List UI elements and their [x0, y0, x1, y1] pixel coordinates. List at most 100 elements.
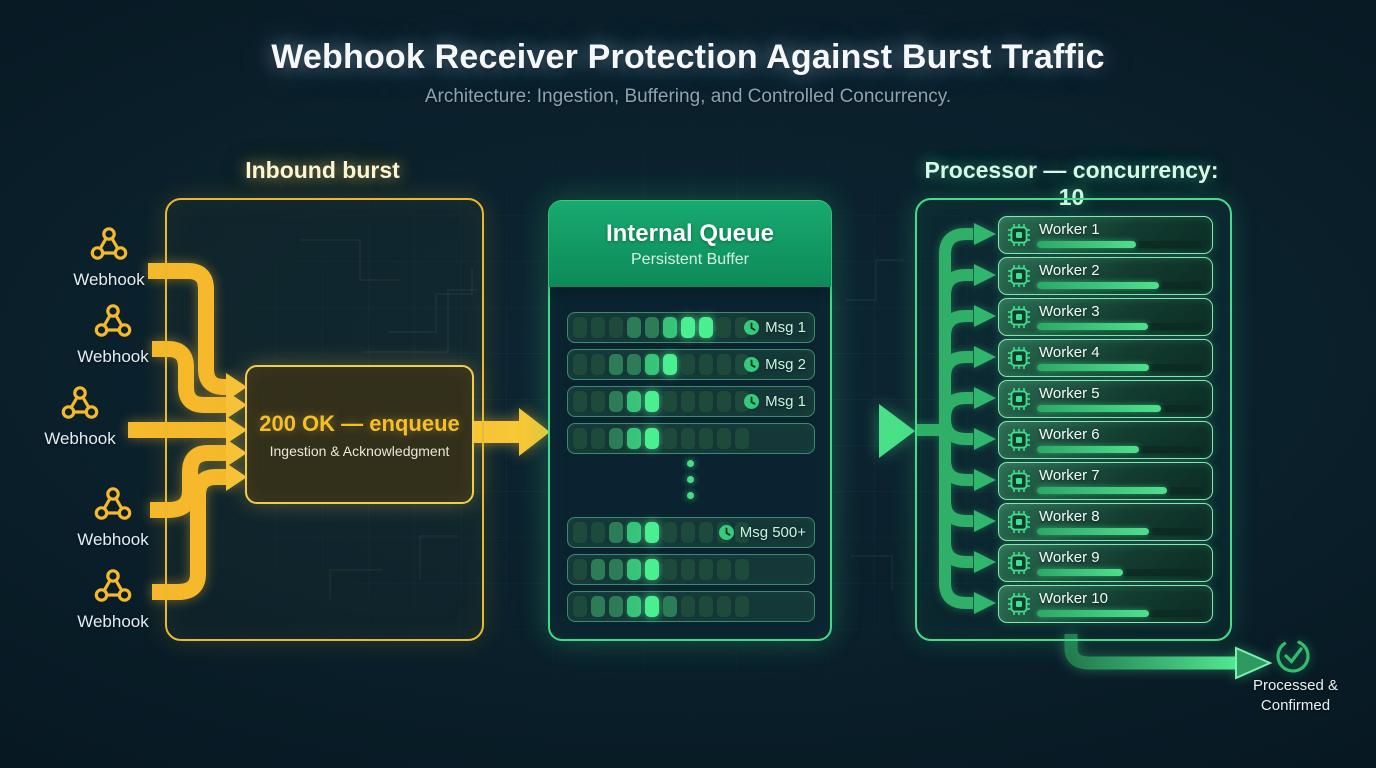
- worker-progress-track: [1037, 528, 1202, 535]
- queue-segment: [681, 391, 695, 412]
- queue-segment: [735, 596, 749, 617]
- worker-label: Worker 7: [1039, 467, 1100, 484]
- queue-segment: [681, 559, 695, 580]
- chip-icon: [1008, 224, 1030, 246]
- worker-card: Worker 3: [998, 298, 1213, 336]
- queue-segment: [735, 559, 749, 580]
- processor-panel: [915, 198, 1232, 641]
- worker-progress-track: [1037, 323, 1202, 330]
- chip-icon: [1008, 347, 1030, 369]
- queue-segment: [699, 391, 713, 412]
- queue-segment: [645, 391, 659, 412]
- queue-row-label-group: Msg 1: [743, 313, 806, 342]
- queue-row-segments: [573, 518, 749, 547]
- queue-segment: [645, 317, 659, 338]
- ack-title: 200 OK — enqueue: [259, 410, 460, 436]
- chip-icon: [1008, 429, 1030, 451]
- chip-icon: [1008, 470, 1030, 492]
- clock-icon: [744, 394, 760, 409]
- webhook-source: Webhook: [53, 567, 173, 632]
- queue-segment: [681, 596, 695, 617]
- queue-segment: [699, 354, 713, 375]
- webhook-icon: [61, 386, 99, 419]
- queue-row: Msg 2: [567, 349, 815, 380]
- output-label: Processed & Confirmed: [1252, 677, 1339, 715]
- webhook-label: Webhook: [77, 530, 149, 549]
- queue-row-label-group: Msg 500+: [718, 518, 806, 547]
- worker-card: Worker 2: [998, 257, 1213, 295]
- queue-segment: [627, 354, 641, 375]
- worker-progress: [1037, 405, 1161, 412]
- worker-label: Worker 5: [1039, 385, 1100, 402]
- queue-body: Msg 1 Msg 2 Msg 1 Msg 500+: [567, 312, 815, 622]
- webhook-source: Webhook: [53, 302, 173, 367]
- queue-segment: [627, 317, 641, 338]
- worker-card: Worker 10: [998, 585, 1213, 623]
- chip-icon: [1008, 511, 1030, 533]
- queue-segment: [717, 428, 731, 449]
- queue-segment: [663, 391, 677, 412]
- queue-row-label-group: Msg 1: [743, 387, 806, 416]
- webhook-icon: [94, 304, 132, 337]
- webhook-source: Webhook: [49, 225, 169, 290]
- queue-segment: [663, 596, 677, 617]
- worker-label: Worker 9: [1039, 549, 1100, 566]
- queue-segment: [699, 522, 713, 543]
- queue-segment: [591, 428, 605, 449]
- queue-segment: [591, 354, 605, 375]
- queue-segment: [645, 428, 659, 449]
- queue-row-label: Msg 500+: [739, 524, 806, 541]
- queue-row-label-group: Msg 2: [743, 350, 806, 379]
- worker-label: Worker 3: [1039, 303, 1100, 320]
- queue-segment: [609, 596, 623, 617]
- worker-progress-track: [1037, 446, 1202, 453]
- worker-progress-track: [1037, 569, 1202, 576]
- queue-segment: [681, 354, 695, 375]
- dequeue-arrow: [832, 404, 915, 458]
- worker-progress: [1037, 282, 1160, 289]
- queue-segment: [735, 428, 749, 449]
- webhook-label: Webhook: [73, 270, 145, 289]
- worker-card: Worker 4: [998, 339, 1213, 377]
- worker-card: Worker 8: [998, 503, 1213, 541]
- queue-segment: [573, 391, 587, 412]
- queue-row-label: Msg 2: [765, 356, 806, 373]
- webhook-icon: [94, 487, 132, 520]
- queue-header: Internal Queue Persistent Buffer: [549, 201, 831, 287]
- queue-segment: [717, 391, 731, 412]
- queue-segment: [681, 522, 695, 543]
- queue-segment: [699, 317, 713, 338]
- worker-progress: [1037, 610, 1150, 617]
- queue-segment: [663, 428, 677, 449]
- queue-segment: [681, 317, 695, 338]
- queue-segment: [591, 596, 605, 617]
- queue-segment: [699, 559, 713, 580]
- worker-label: Worker 8: [1039, 508, 1100, 525]
- worker-progress-track: [1037, 487, 1202, 494]
- queue-segment: [573, 522, 587, 543]
- queue-ellipsis: [567, 460, 813, 499]
- chip-icon: [1008, 593, 1030, 615]
- queue-segment: [573, 596, 587, 617]
- queue-segment: [609, 317, 623, 338]
- clock-icon: [718, 525, 734, 540]
- queue-segment: [717, 559, 731, 580]
- worker-card: Worker 5: [998, 380, 1213, 418]
- queue-row-segments: [573, 350, 749, 379]
- queue-row: [567, 591, 815, 622]
- worker-label: Worker 1: [1039, 221, 1100, 238]
- worker-label: Worker 2: [1039, 262, 1100, 279]
- queue-row-segments: [573, 424, 749, 453]
- chip-icon: [1008, 552, 1030, 574]
- webhook-label: Webhook: [77, 347, 149, 366]
- queue-segment: [609, 559, 623, 580]
- worker-list: Worker 1 Worker 2 Worker 3 Worker 4 Worker 5…: [998, 216, 1213, 623]
- worker-label: Worker 6: [1039, 426, 1100, 443]
- queue-segment: [573, 317, 587, 338]
- queue-segment: [645, 522, 659, 543]
- queue-segment: [609, 391, 623, 412]
- queue-segment: [699, 428, 713, 449]
- worker-progress: [1037, 487, 1168, 494]
- queue-segment: [735, 354, 749, 375]
- worker-progress: [1037, 323, 1148, 330]
